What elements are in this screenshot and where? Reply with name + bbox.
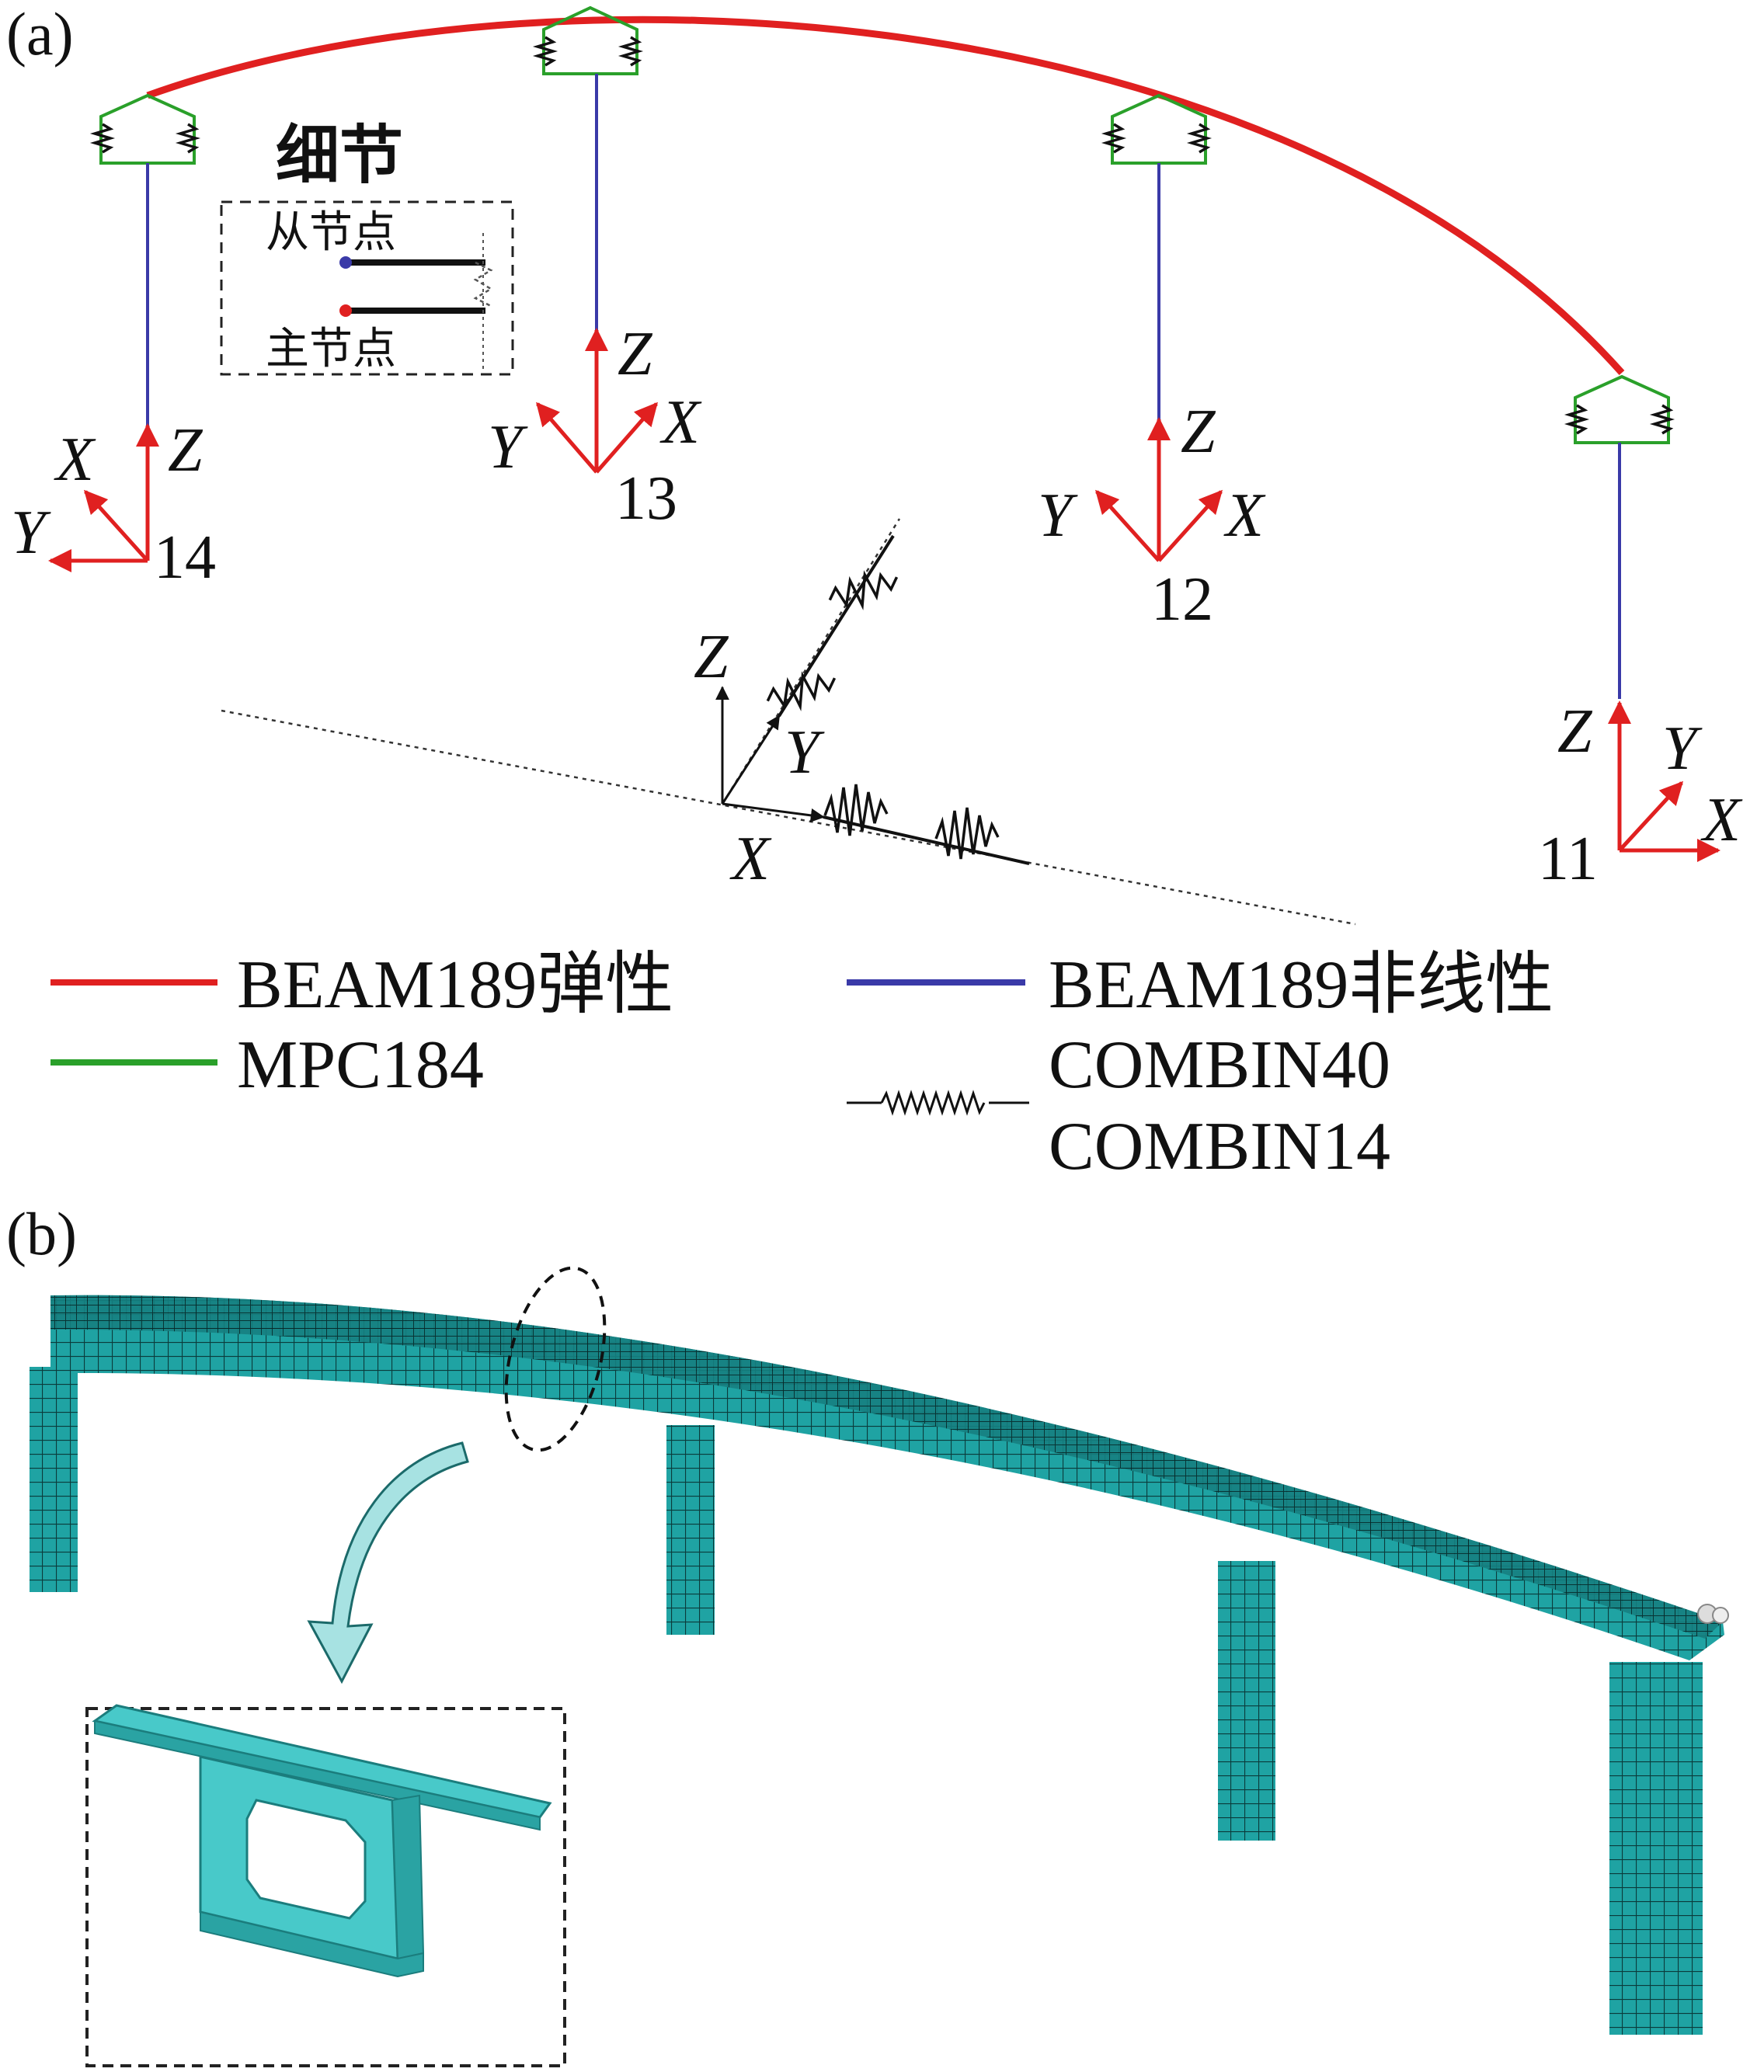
legend: BEAM189弹性 BEAM189非线性 MPC184 COMBIN40 COM…: [50, 947, 1554, 1184]
node-number: 12: [1151, 565, 1213, 634]
detail-box: [220, 200, 514, 376]
deck-beam-elastic: [146, 16, 1625, 376]
y-axis-arrow: [1094, 489, 1160, 562]
spring-icon: [1649, 404, 1675, 435]
legend-swatch-spring: [847, 1090, 1029, 1116]
z-label: Z: [1557, 697, 1593, 766]
y-axis-arrow: [536, 402, 598, 474]
mpc-link: [1574, 374, 1670, 444]
z-label: Z: [618, 320, 653, 388]
spring-icon: [823, 784, 889, 836]
legend-label-beam-nonlinear: BEAM189非线性: [1049, 947, 1554, 1023]
legend-label-combin14: COMBIN14: [1049, 1109, 1390, 1184]
pier-3-mesh: [1218, 1561, 1275, 1841]
node-number: 13: [615, 464, 677, 533]
master-node-dot: [339, 304, 352, 317]
spring-icon: [175, 123, 201, 154]
spring-icon: [1186, 123, 1213, 154]
y-label: Y: [488, 413, 528, 481]
mpc-link: [542, 5, 638, 75]
slave-node-label: 从节点: [266, 207, 396, 258]
slave-node-dot: [339, 256, 352, 269]
spring-icon: [828, 570, 899, 610]
node-11-axes: Z Y X 11: [1538, 697, 1743, 893]
x-label: X: [1700, 786, 1743, 854]
x-axis-arrow: [83, 489, 149, 562]
section-bottom-slab: [200, 1910, 424, 1978]
section-flange-edge: [94, 1719, 541, 1831]
spring-icon: [880, 1090, 986, 1116]
spring-icon: [618, 36, 644, 67]
y-axis-arrow: [1618, 780, 1684, 852]
pier-1-mesh: [30, 1367, 78, 1592]
node-number: 11: [1538, 825, 1598, 893]
deck-mesh: [50, 1295, 1724, 1660]
end-marker-icon: [1712, 1607, 1729, 1624]
spring-icon: [532, 36, 558, 67]
x-spring-line: [823, 815, 1030, 865]
master-node-label: 主节点: [266, 324, 396, 374]
bearing-12: [1101, 93, 1213, 165]
x-axis-arrow: [722, 802, 825, 822]
spring-icon: [766, 671, 837, 711]
z-label: Z: [1181, 398, 1216, 466]
z-label: Z: [168, 416, 204, 485]
x-label: X: [659, 388, 702, 457]
x-axis-arrow: [1157, 489, 1223, 562]
node-12-axes: Z X Y 12: [1038, 398, 1266, 634]
legend-label-beam-elastic: BEAM189弹性: [237, 947, 673, 1023]
detail-title: 细节: [276, 119, 403, 193]
spring-icon: [1101, 123, 1127, 154]
y-label: Y: [1038, 481, 1078, 550]
x-axis-arrow: [595, 402, 658, 474]
detail-inset: 细节 从节点 主节点: [220, 119, 514, 376]
legend-label-combin40: COMBIN40: [1049, 1027, 1390, 1103]
node-13-axes: Z X Y 13: [488, 320, 702, 533]
right-end-pier-mesh-block: [1609, 1662, 1703, 2035]
mpc-link: [1111, 93, 1207, 165]
box-girder-section: [92, 1704, 552, 1978]
spring-icon: [1564, 404, 1590, 435]
section-void: [245, 1799, 367, 1920]
x-label: X: [1223, 481, 1266, 550]
y-axis-arrow: [721, 714, 781, 805]
y-label: Y: [1662, 714, 1703, 783]
panel-a-label: (a): [6, 0, 74, 68]
bearing-11: [1564, 374, 1675, 444]
deck-top-mesh: [50, 1295, 1723, 1639]
node-number: 14: [154, 523, 216, 592]
section-highlight-ellipse: [504, 1266, 607, 1452]
bearing-13: [532, 5, 644, 75]
node-14-axes: Z X Y 14: [11, 416, 216, 592]
spring-icon: [89, 123, 116, 154]
x-label: X: [54, 426, 96, 494]
callout-arrow: [307, 1441, 469, 1684]
panel-b-label: (b): [6, 1200, 77, 1267]
pier-2-mesh: [666, 1425, 715, 1635]
spring-icon: [934, 807, 1000, 860]
y-spring-line: [778, 534, 895, 718]
legend-label-mpc: MPC184: [237, 1027, 484, 1103]
z-label: Z: [694, 623, 729, 691]
x-label: X: [729, 825, 772, 893]
bearing-14: [89, 93, 201, 165]
y-label: Y: [11, 499, 51, 567]
mpc-link: [99, 93, 196, 165]
bearing-spring-axes: Z Y X: [221, 518, 1356, 926]
section-box-side: [391, 1794, 425, 1960]
y-label: Y: [785, 718, 825, 787]
